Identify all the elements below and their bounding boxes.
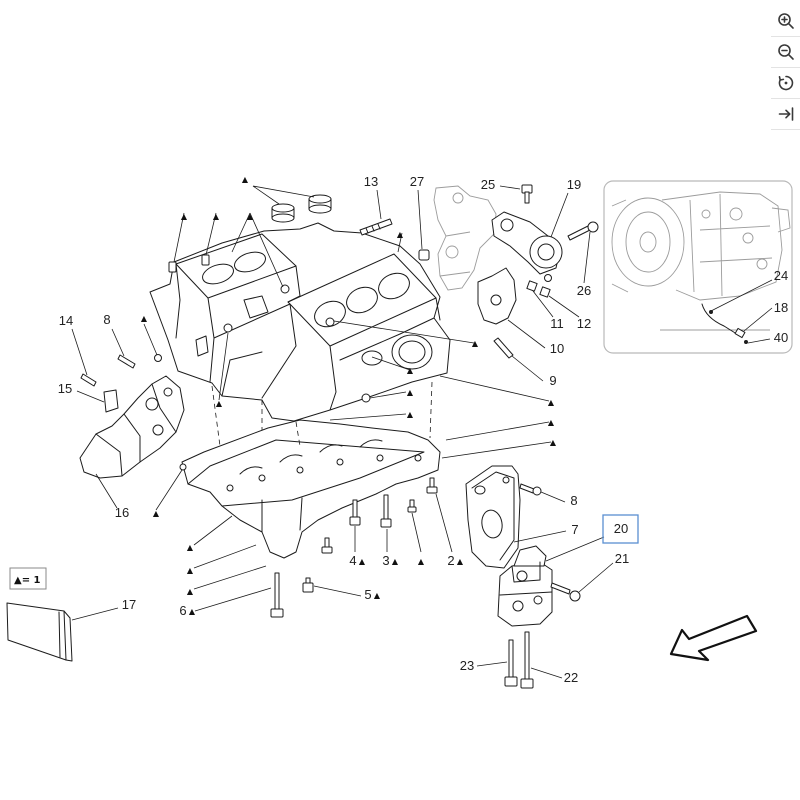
callout-4[interactable]: 4: [349, 553, 356, 568]
marker-triangle: ▲: [153, 509, 160, 518]
callout-6[interactable]: 6: [179, 603, 186, 618]
timing-cover-bracket: [433, 185, 497, 291]
callout-20[interactable]: 20: [614, 521, 628, 536]
callout-13[interactable]: 13: [364, 174, 378, 189]
marker-triangle: ▲: [407, 388, 414, 397]
reset-view-icon: [778, 75, 793, 91]
callout-27[interactable]: 27: [410, 174, 424, 189]
block-dowels: [168, 249, 430, 273]
marker-triangle: ▲: [213, 212, 220, 221]
callout-15[interactable]: 15: [58, 381, 72, 396]
reset-view-button[interactable]: [771, 68, 800, 99]
callout-22[interactable]: 22: [564, 670, 578, 685]
callout-24[interactable]: 24: [774, 268, 788, 283]
marker-triangle: ▲: [141, 314, 148, 323]
callout-3[interactable]: 3: [382, 553, 389, 568]
engine-mount-plate: [465, 465, 521, 569]
bedplate-bolts: [270, 477, 438, 618]
callout-7[interactable]: 7: [571, 522, 578, 537]
callout-26[interactable]: 26: [577, 283, 591, 298]
callout-21[interactable]: 21: [615, 551, 629, 566]
zoom-in-button[interactable]: [771, 6, 800, 37]
marker-triangle: ▲: [181, 212, 188, 221]
marker-triangle: ▲: [247, 212, 254, 221]
marker-triangle: ▲: [187, 543, 194, 552]
marker-triangle: ▲: [407, 366, 414, 375]
fit-to-edge-icon: [778, 107, 793, 121]
quantity-legend: ▲= 1: [9, 567, 47, 590]
callout-10[interactable]: 10: [550, 341, 564, 356]
marker-triangle: ▲: [374, 591, 381, 600]
cylinder-block: [149, 222, 451, 422]
viewer-toolbar: [771, 6, 800, 130]
marker-triangle: ▲: [187, 587, 194, 596]
marker-triangle: ▲: [457, 557, 464, 566]
marker-triangle: ▲: [189, 607, 196, 616]
leader-lines: [71, 185, 773, 679]
marker-triangle: ▲: [548, 418, 555, 427]
inset-transmission-view: [603, 180, 793, 354]
callout-5[interactable]: 5: [364, 587, 371, 602]
fit-to-edge-button[interactable]: [771, 99, 800, 130]
zoom-out-icon: [777, 44, 794, 60]
callout-14[interactable]: 14: [59, 313, 73, 328]
marker-triangle: ▲: [392, 557, 399, 566]
marker-triangle: ▲: [242, 175, 249, 184]
callout-23[interactable]: 23: [460, 658, 474, 673]
legend-text: ▲= 1: [14, 575, 41, 586]
marker-triangle: ▲: [472, 339, 479, 348]
marker-triangle: ▲: [187, 566, 194, 575]
gasket-sheet-17: [6, 602, 73, 662]
marker-triangle: ▲: [397, 230, 404, 239]
marker-triangle: ▲: [407, 410, 414, 419]
engine-mount-20: [497, 545, 553, 627]
zoom-in-icon: [777, 13, 794, 29]
callout-40[interactable]: 40: [774, 330, 788, 345]
callout-2[interactable]: 2: [447, 553, 454, 568]
callout-19[interactable]: 19: [567, 177, 581, 192]
callout-12[interactable]: 12: [577, 316, 591, 331]
bolts-22-23: [504, 631, 534, 689]
callout-25[interactable]: 25: [481, 177, 495, 192]
expansion-plugs: [271, 194, 332, 223]
marker-triangle: ▲: [216, 399, 223, 408]
direction-arrow: [669, 614, 758, 662]
bolt-8-right: [519, 483, 542, 496]
marker-triangle: ▲: [548, 398, 555, 407]
marker-triangle: ▲: [359, 557, 366, 566]
callout-17[interactable]: 17: [122, 597, 136, 612]
bolt-21: [550, 582, 581, 602]
transmission-wire: [701, 303, 748, 344]
crankcase-bedplate: [179, 419, 441, 559]
zoom-out-button[interactable]: [771, 37, 800, 68]
alignment-dashes: [211, 381, 433, 447]
callout-11[interactable]: 11: [550, 316, 564, 331]
callout-8-right[interactable]: 8: [570, 493, 577, 508]
callout-18[interactable]: 18: [774, 300, 788, 315]
marker-triangle: ▲: [418, 557, 425, 566]
marker-triangle: ▲: [550, 438, 557, 447]
callout-16[interactable]: 16: [115, 505, 129, 520]
selected-callout-highlight: [602, 514, 639, 544]
stud-13: [359, 218, 393, 236]
callout-9[interactable]: 9: [549, 373, 556, 388]
belt-tensioner-assembly: [477, 184, 599, 359]
engine-mount-bracket-left: [79, 354, 185, 479]
callout-8-left[interactable]: 8: [103, 312, 110, 327]
